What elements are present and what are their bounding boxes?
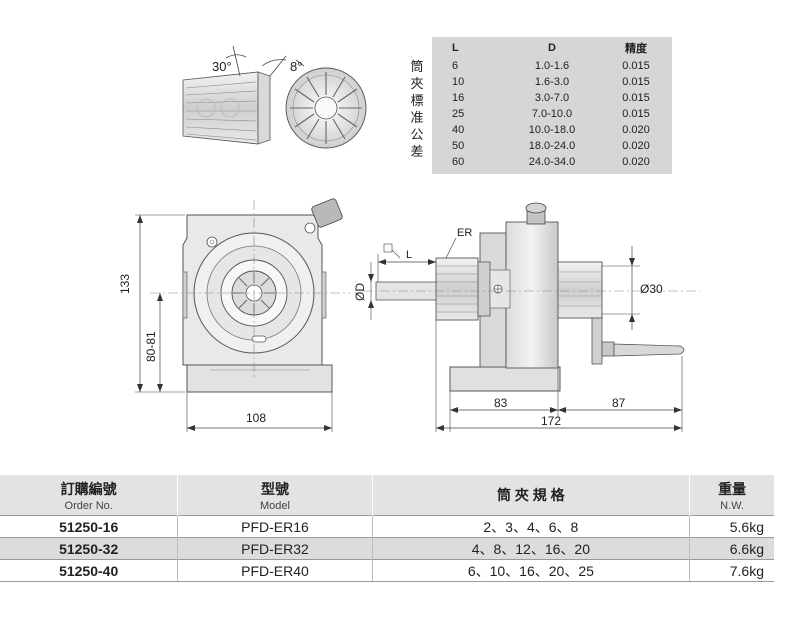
tolerance-table: L D 精度 6 1.0-1.6 0.015 10 1.6-3.0 0.015 … <box>432 37 672 174</box>
label-diameter-d: ØD <box>353 283 367 301</box>
header-weight-zh: 重量 <box>718 480 747 497</box>
weight-cell: 5.6kg <box>689 515 774 538</box>
header-weight-en: N.W. <box>720 499 744 512</box>
tolerance-cell: 0.020 <box>622 140 650 152</box>
spec-cell: 6、10、16、20、25 <box>371 559 690 582</box>
label-l: L <box>406 249 413 261</box>
order-no-cell: 51250-40 <box>0 559 178 582</box>
angle-30-label: 30° <box>212 59 232 74</box>
tolerance-cell: 16 <box>452 92 465 104</box>
label-er: ER <box>457 227 473 239</box>
order-no-cell: 51250-16 <box>0 515 178 538</box>
model-cell: PFD-ER32 <box>177 537 373 560</box>
model-cell: PFD-ER40 <box>177 559 373 582</box>
tolerance-header-l: L <box>452 41 459 54</box>
dim-height-center: 80-81 <box>144 331 158 362</box>
header-collet-spec-zh: 筒 夾 規 格 <box>497 487 565 503</box>
table-row: 51250-32 PFD-ER32 4、8、12、16、20 6.6kg <box>0 537 774 560</box>
tolerance-label-char: 差 <box>410 144 424 159</box>
front-view <box>135 198 350 432</box>
model-cell: PFD-ER16 <box>177 515 373 538</box>
tolerance-cell: 24.0-34.0 <box>528 156 576 168</box>
tolerance-label-char: 標 <box>410 93 424 108</box>
tolerance-label-char: 筒 <box>410 59 424 74</box>
tolerance-row: 40 10.0-18.0 0.020 <box>432 122 672 138</box>
label-diameter-30: Ø30 <box>640 282 663 296</box>
tolerance-header-precision: 精度 <box>625 42 647 55</box>
header-order-no-zh: 訂購編號 <box>60 480 117 497</box>
tolerance-cell: 6 <box>452 60 459 72</box>
tolerance-label-char: 公 <box>410 127 424 142</box>
header-collet-spec: 筒 夾 規 格 <box>371 475 690 516</box>
tolerance-label-char: 准 <box>410 110 424 125</box>
spec-cell: 4、8、12、16、20 <box>371 537 690 560</box>
header-weight: 重量 N.W. <box>689 475 774 516</box>
tolerance-cell: 1.6-3.0 <box>534 76 570 88</box>
tolerance-cell: 0.015 <box>622 76 650 88</box>
tolerance-row: 25 7.0-10.0 0.015 <box>432 106 672 122</box>
tolerance-cell: 10.0-18.0 <box>528 124 576 136</box>
tolerance-cell: 7.0-10.0 <box>531 108 573 120</box>
order-table-wrapper: 訂購編號 Order No. 型號 Model 筒 夾 規 格 重量 N.W. … <box>0 475 790 582</box>
tolerance-cell: 3.0-7.0 <box>534 92 570 104</box>
tolerance-cell: 18.0-24.0 <box>528 140 576 152</box>
technical-drawing <box>135 45 700 432</box>
tolerance-cell: 0.015 <box>622 60 650 72</box>
tolerance-row: 6 1.0-1.6 0.015 <box>432 58 672 74</box>
table-row: 51250-40 PFD-ER40 6、10、16、20、25 7.6kg <box>0 559 774 582</box>
header-model-zh: 型號 <box>260 480 289 497</box>
dim-172: 172 <box>541 414 562 428</box>
tolerance-row: 16 3.0-7.0 0.015 <box>432 90 672 106</box>
tolerance-cell: 0.015 <box>622 92 650 104</box>
tolerance-cell: 0.020 <box>622 156 650 168</box>
header-order-no: 訂購編號 Order No. <box>0 475 178 516</box>
dim-width: 108 <box>246 411 267 425</box>
header-order-no-en: Order No. <box>64 499 113 512</box>
dim-83: 83 <box>494 396 508 410</box>
spec-cell: 2、3、4、6、8 <box>371 515 690 538</box>
dim-87: 87 <box>612 396 626 410</box>
tolerance-side-label: 筒 夾 標 准 公 差 <box>404 58 430 160</box>
tolerance-cell: 50 <box>452 140 465 152</box>
weight-cell: 7.6kg <box>689 559 774 582</box>
tolerance-label-char: 夾 <box>410 76 424 91</box>
tolerance-header-d: D <box>548 41 556 54</box>
header-model: 型號 Model <box>177 475 373 516</box>
tolerance-cell: 40 <box>452 124 465 136</box>
collet-end-view <box>285 67 367 149</box>
dim-height-total: 133 <box>118 273 132 294</box>
tolerance-row: 10 1.6-3.0 0.015 <box>432 74 672 90</box>
angle-8-label: 8° <box>290 59 303 74</box>
collet-side-view <box>182 45 305 145</box>
tolerance-cell: 1.0-1.6 <box>534 60 570 72</box>
table-row: 51250-16 PFD-ER16 2、3、4、6、8 5.6kg <box>0 515 774 538</box>
tolerance-row: 50 18.0-24.0 0.020 <box>432 138 672 154</box>
header-model-en: Model <box>259 499 290 512</box>
tolerance-cell: 60 <box>452 156 465 168</box>
weight-cell: 6.6kg <box>689 537 774 560</box>
order-table: 訂購編號 Order No. 型號 Model 筒 夾 規 格 重量 N.W. … <box>0 475 774 582</box>
order-header-row: 訂購編號 Order No. 型號 Model 筒 夾 規 格 重量 N.W. <box>0 475 774 516</box>
tolerance-header-row: L D 精度 <box>432 37 672 58</box>
tolerance-cell: 25 <box>452 108 465 120</box>
order-no-cell: 51250-32 <box>0 537 178 560</box>
tolerance-cell: 0.020 <box>622 124 650 136</box>
tolerance-cell: 10 <box>452 76 465 88</box>
side-view <box>362 202 700 432</box>
tolerance-cell: 0.015 <box>622 108 650 120</box>
tolerance-row: 60 24.0-34.0 0.020 <box>432 154 672 170</box>
